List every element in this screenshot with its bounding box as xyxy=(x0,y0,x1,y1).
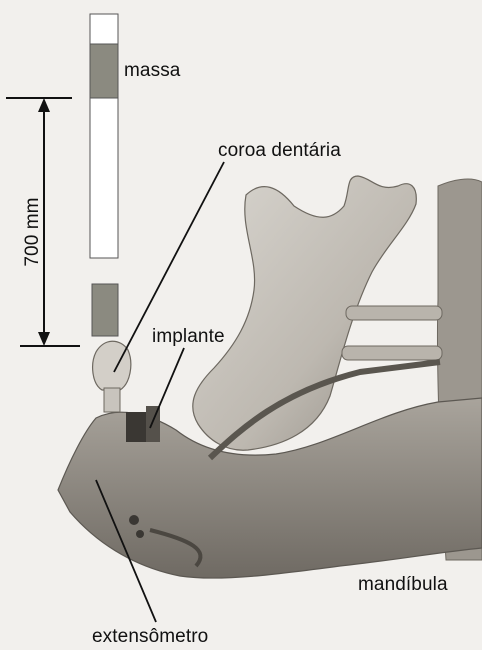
mandible-bone xyxy=(58,176,482,578)
dental-crown xyxy=(93,341,131,390)
falling-mass xyxy=(92,284,118,336)
drop-guide xyxy=(90,14,118,336)
label-massa: massa xyxy=(124,60,180,82)
mass-block xyxy=(90,44,118,98)
label-coroa-dentaria: coroa dentária xyxy=(218,140,341,162)
label-implante: implante xyxy=(152,326,225,348)
label-mandibula: mandíbula xyxy=(358,574,448,596)
label-distance: 700 mm xyxy=(22,197,44,267)
implant xyxy=(126,412,146,442)
label-extensometro: extensômetro xyxy=(92,626,208,648)
